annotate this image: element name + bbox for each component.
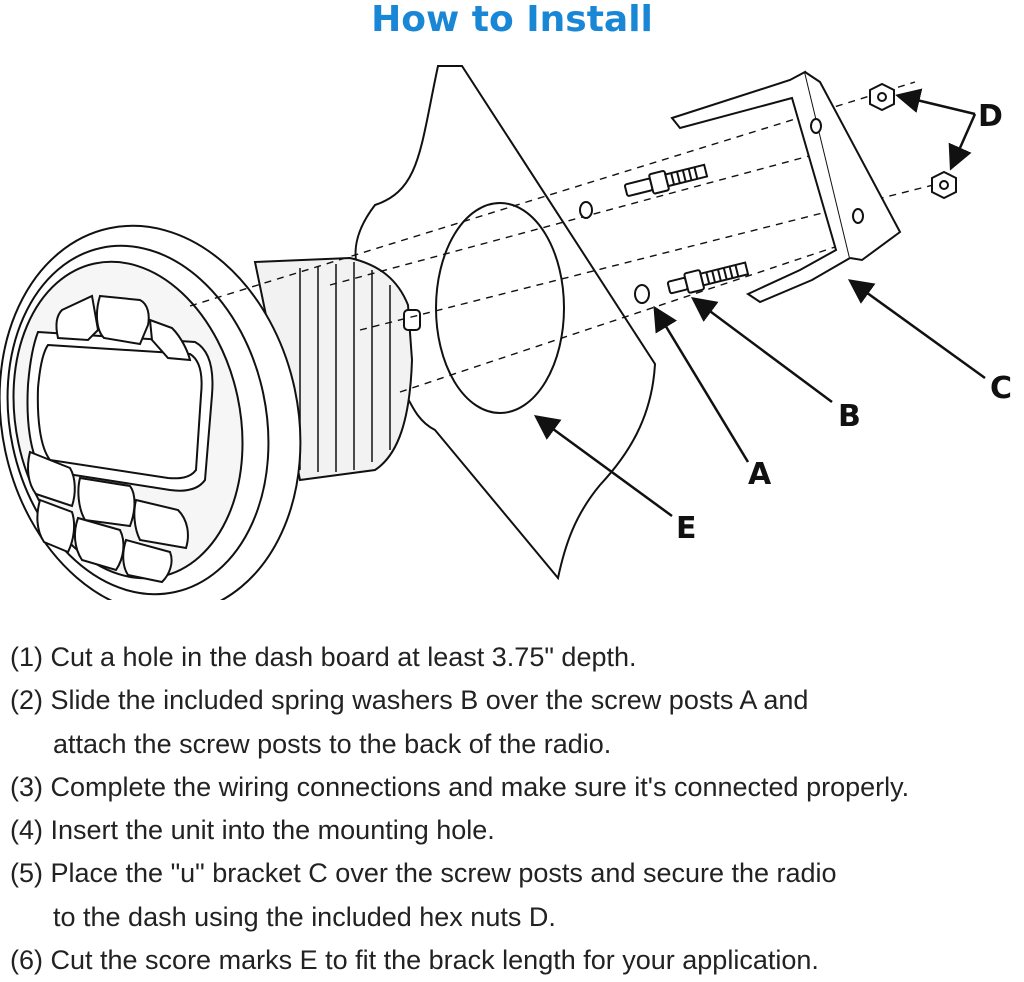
callout-a: A	[748, 457, 772, 492]
installation-diagram: D C B A E	[0, 65, 1012, 600]
leader-arrows	[533, 88, 986, 518]
alignment-lines	[189, 81, 946, 393]
instruction-list: (1) Cut a hole in the dash board at leas…	[10, 636, 1024, 982]
callout-c: C	[990, 371, 1012, 406]
mounting-hole	[435, 202, 565, 414]
hex-nuts	[869, 82, 957, 200]
screw-posts	[624, 163, 750, 295]
u-bracket	[670, 70, 902, 304]
callout-e: E	[676, 511, 697, 546]
callout-d: D	[978, 99, 1003, 134]
spring-washers	[579, 201, 650, 304]
step-2-line-1: (2) Slide the included spring washers B …	[10, 685, 809, 716]
callout-b: B	[838, 399, 861, 434]
step-2-line-2: attach the screw posts to the back of th…	[53, 728, 612, 759]
step-4: (4) Insert the unit into the mounting ho…	[10, 815, 495, 846]
step-5-line-2: to the dash using the included hex nuts …	[53, 901, 556, 932]
step-1: (1) Cut a hole in the dash board at leas…	[10, 642, 637, 672]
radio-unit	[0, 224, 421, 600]
step-6: (6) Cut the score marks E to fit the bra…	[10, 945, 819, 976]
page-title: How to Install	[371, 0, 653, 40]
step-3: (3) Complete the wiring connections and …	[10, 771, 910, 802]
step-5-line-1: (5) Place the "u" bracket C over the scr…	[10, 858, 837, 889]
